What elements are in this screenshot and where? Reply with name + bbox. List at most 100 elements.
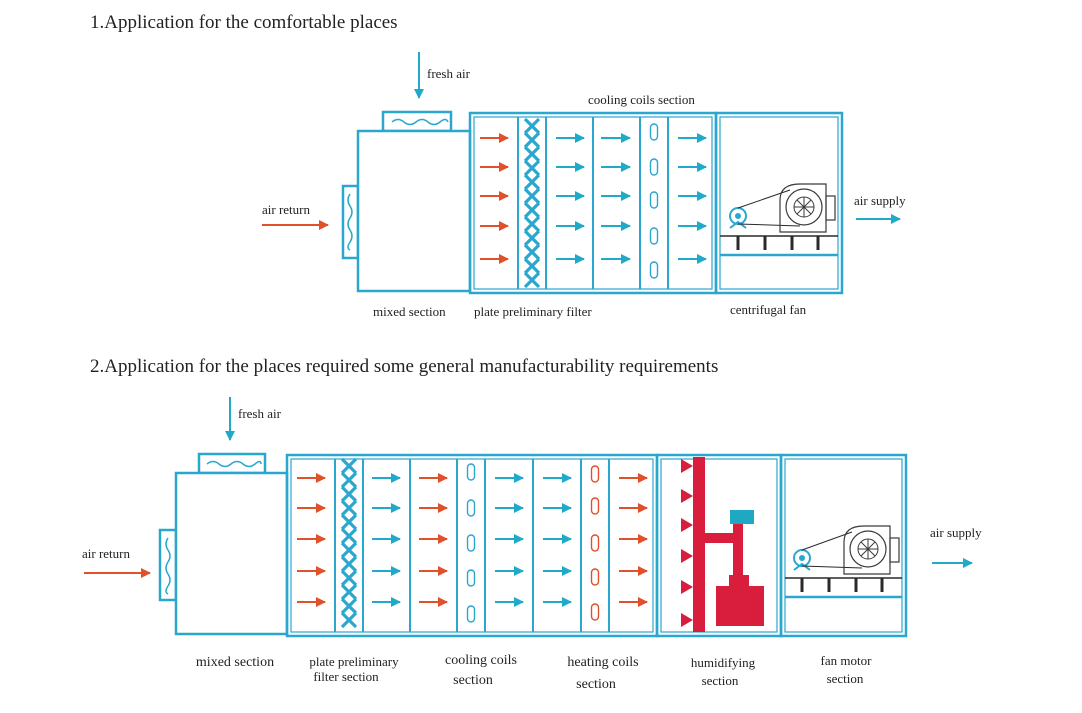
damper-wave-icon	[206, 460, 262, 468]
filter-x-icon	[340, 611, 358, 629]
fresh-air-label: fresh air	[427, 66, 471, 81]
filter-x-icon	[340, 527, 358, 545]
filter-x-icon	[523, 271, 541, 289]
fan-motor-icon	[793, 531, 863, 571]
filter-x-icon	[340, 541, 358, 559]
cooling-coil-icon	[649, 158, 659, 176]
heating-coil-icon	[590, 465, 600, 483]
main-housing-inner	[290, 458, 654, 633]
cooling-coil-icon	[466, 605, 476, 623]
fan-section-box	[779, 453, 908, 638]
air-return-label: air return	[262, 202, 311, 217]
cooling-coil-icon	[649, 227, 659, 245]
diagram-2: 2.Application for the places required so…	[82, 356, 982, 692]
diagram-1: 1.Application for the comfortable places…	[90, 12, 906, 319]
filter-x-icon	[523, 187, 541, 205]
filter-x-icon	[523, 131, 541, 149]
filter-section-label: plate preliminary filter	[474, 304, 592, 319]
damper-wave-icon	[165, 537, 171, 595]
humidifying-section	[655, 453, 783, 638]
cooling-coil-icon	[466, 499, 476, 517]
section-label-filter: plate preliminary	[309, 654, 399, 669]
section-label-mixed: mixed section	[196, 655, 274, 670]
humidifier-tank	[716, 586, 764, 626]
return-air-inlet: air return	[262, 184, 360, 260]
cooling-coil-icon	[466, 463, 476, 481]
fan-motor-section	[779, 453, 908, 638]
heating-coil-icon	[590, 603, 600, 621]
filter-x-icon	[523, 201, 541, 219]
air-supply-label: air supply	[854, 193, 906, 208]
fresh-air-inlet: fresh air	[197, 397, 282, 475]
mixed-section-box	[356, 129, 472, 293]
spray-nozzle-icon	[681, 489, 693, 503]
diagram-2-flow	[297, 457, 648, 629]
heating-coil-icon	[590, 568, 600, 586]
filter-x-icon	[523, 215, 541, 233]
filter-x-icon	[523, 159, 541, 177]
filter-x-icon	[523, 257, 541, 275]
damper-wave-icon	[347, 193, 353, 251]
return-air-damper	[341, 184, 360, 260]
spray-nozzle-icon	[681, 459, 693, 473]
spray-nozzle-icon	[681, 613, 693, 627]
heating-coil-icon	[590, 497, 600, 515]
humidifier-neck	[729, 575, 749, 589]
humidifier-riser	[733, 523, 743, 580]
fresh-air-inlet: fresh air	[381, 52, 471, 133]
filter-x-icon	[523, 173, 541, 191]
humidifying-inner	[660, 458, 778, 633]
fan-section-inner	[784, 458, 903, 633]
filter-x-icon	[340, 583, 358, 601]
section-label-cooling: cooling coils	[445, 653, 517, 668]
mixed-section-label: mixed section	[373, 304, 446, 319]
cooling-coil-icon	[649, 261, 659, 279]
filter-x-icon	[523, 145, 541, 163]
section-label-heating-2: section	[576, 677, 616, 692]
section-label-fan-2: section	[827, 671, 864, 686]
diagram-1-flow	[480, 117, 707, 289]
centrifugal-fan-icon	[779, 183, 836, 233]
centrifugal-fan-section	[714, 111, 844, 295]
spray-nozzles	[681, 459, 693, 627]
return-air-damper	[158, 528, 178, 602]
fresh-air-label: fresh air	[238, 406, 282, 421]
spray-nozzle-icon	[681, 580, 693, 594]
spray-nozzle-icon	[681, 549, 693, 563]
section-label-fan: fan motor	[821, 653, 873, 668]
fan-section-inner	[719, 116, 839, 290]
air-supply-label: air supply	[930, 525, 982, 540]
section-label-humidifying: humidifying	[691, 655, 756, 670]
filter-x-icon	[340, 513, 358, 531]
diagram-1-title: 1.Application for the comfortable places	[90, 12, 398, 33]
filter-x-icon	[340, 499, 358, 517]
section-label-cooling-2: section	[453, 673, 493, 688]
cooling-coil-icon	[649, 123, 659, 141]
centrifugal-fan-label: centrifugal fan	[730, 302, 807, 317]
cooling-coil-icon	[466, 569, 476, 587]
filter-x-icon	[340, 471, 358, 489]
filter-x-icon	[340, 457, 358, 475]
air-return-label: air return	[82, 546, 131, 561]
fan-section-box	[714, 111, 844, 295]
cooling-coils-label: cooling coils section	[588, 92, 695, 107]
damper-wave-icon	[391, 118, 449, 126]
section-label-filter-2: filter section	[313, 669, 379, 684]
centrifugal-fan-icon	[843, 525, 900, 575]
filter-x-icon	[523, 117, 541, 135]
filter-x-icon	[340, 597, 358, 615]
filter-x-icon	[523, 243, 541, 261]
heating-coil-icon	[590, 534, 600, 552]
humidifier-pipe	[705, 533, 743, 543]
mixed-section-box	[174, 471, 289, 636]
section-label-humidifying-2: section	[702, 673, 739, 688]
filter-x-icon	[340, 569, 358, 587]
filter-x-icon	[340, 555, 358, 573]
section-label-heating: heating coils	[567, 655, 638, 670]
cooling-coil-icon	[649, 191, 659, 209]
spray-nozzle-icon	[681, 518, 693, 532]
return-air-inlet: air return	[82, 528, 178, 602]
filter-x-icon	[523, 229, 541, 247]
humidifier-cap	[730, 510, 754, 524]
